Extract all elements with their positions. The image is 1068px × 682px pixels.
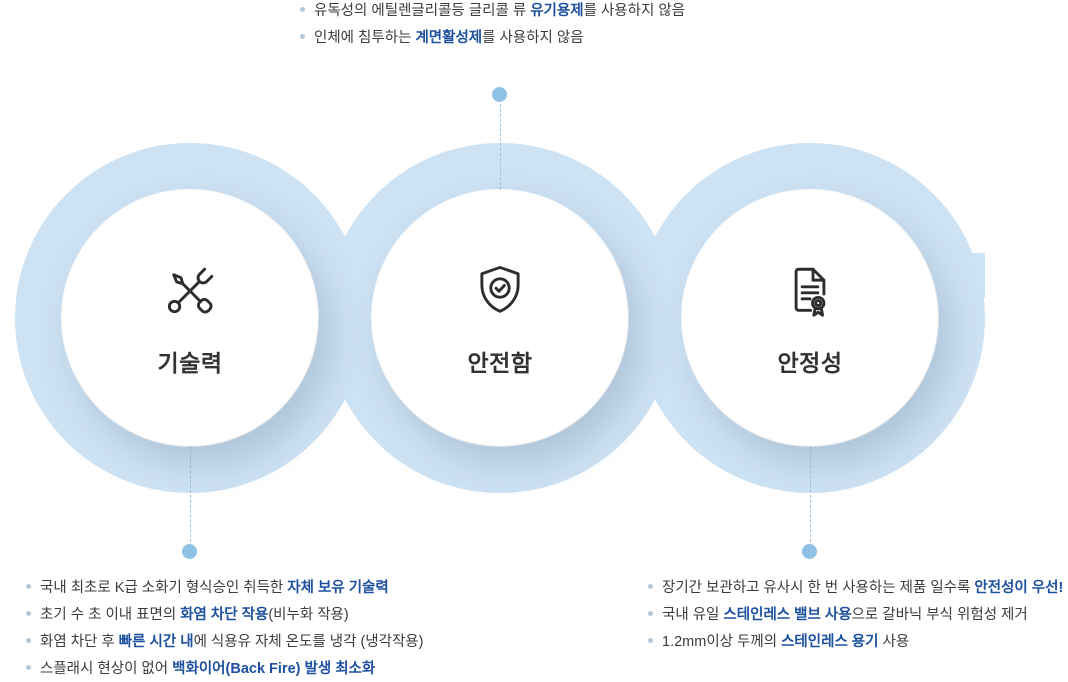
feature-label-stability: 안정성 <box>777 350 843 376</box>
note-text: 인체에 침투하는 계면활성제를 사용하지 않음 <box>314 30 584 46</box>
note-text: 스플래시 현상이 없어 백화이어(Back Fire) 발생 최소화 <box>40 661 376 677</box>
feature-label-technology: 기술력 <box>157 350 223 376</box>
note-text: 장기간 보관하고 유사시 한 번 사용하는 제품 일수록 안전성이 우선! <box>662 580 1064 596</box>
bullet-dot <box>648 611 653 616</box>
shield-check-icon <box>480 265 520 313</box>
bullet-dot <box>648 584 653 589</box>
note-line: 장기간 보관하고 유사시 한 번 사용하는 제품 일수록 안전성이 우선! <box>648 574 1063 599</box>
right-node-dot <box>802 544 817 559</box>
bullet-dot <box>300 34 305 39</box>
note-text: 초기 수 초 이내 표면의 화염 차단 작용(비누화 작용) <box>40 607 349 623</box>
note-line: 화염 차단 후 빠른 시간 내에 식용유 자체 온도를 냉각 (냉각작용) <box>26 628 423 653</box>
top-node-dot <box>492 87 507 102</box>
left-dashed-connector <box>190 446 191 542</box>
feature-circle-safety: 안전함 <box>372 190 628 446</box>
bullet-dot <box>26 611 31 616</box>
stability-notes: 장기간 보관하고 유사시 한 번 사용하는 제품 일수록 안전성이 우선! 국내 … <box>648 574 1063 655</box>
right-dashed-connector <box>810 446 811 542</box>
top-dashed-connector <box>500 104 501 190</box>
bullet-dot <box>300 7 305 12</box>
tools-icon <box>167 267 214 314</box>
note-line: 유독성의 에틸렌글리콜등 글리콜 류 유기용제를 사용하지 않음 <box>300 0 685 22</box>
note-text: 화염 차단 후 빠른 시간 내에 식용유 자체 온도를 냉각 (냉각작용) <box>40 634 424 650</box>
note-text: 1.2mm이상 두께의 스테인레스 용기 사용 <box>662 634 910 650</box>
note-text: 국내 최초로 K급 소화기 형식승인 취득한 자체 보유 기술력 <box>40 580 389 596</box>
bullet-dot <box>26 638 31 643</box>
note-line: 인체에 침투하는 계면활성제를 사용하지 않음 <box>300 24 685 49</box>
feature-circle-technology: 기술력 <box>62 190 318 446</box>
note-line: 스플래시 현상이 없어 백화이어(Back Fire) 발생 최소화 <box>26 655 423 680</box>
feature-circle-stability: 안정성 <box>682 190 938 446</box>
feature-label-safety: 안전함 <box>467 350 533 376</box>
bullet-dot <box>26 665 31 670</box>
note-text: 국내 유일 스테인레스 밸브 사용으로 갈바닉 부식 위험성 제거 <box>662 607 1028 623</box>
note-line: 초기 수 초 이내 표면의 화염 차단 작용(비누화 작용) <box>26 601 423 626</box>
ribbon-tail <box>938 253 985 298</box>
note-line: 국내 최초로 K급 소화기 형식승인 취득한 자체 보유 기술력 <box>26 574 423 599</box>
note-line: 국내 유일 스테인레스 밸브 사용으로 갈바닉 부식 위험성 제거 <box>648 601 1063 626</box>
left-node-dot <box>182 544 197 559</box>
bullet-dot <box>648 638 653 643</box>
certificate-icon <box>794 267 826 317</box>
note-text: 유독성의 에틸렌글리콜등 글리콜 류 유기용제를 사용하지 않음 <box>314 3 686 19</box>
note-line: 1.2mm이상 두께의 스테인레스 용기 사용 <box>648 628 1063 653</box>
bullet-dot <box>26 584 31 589</box>
